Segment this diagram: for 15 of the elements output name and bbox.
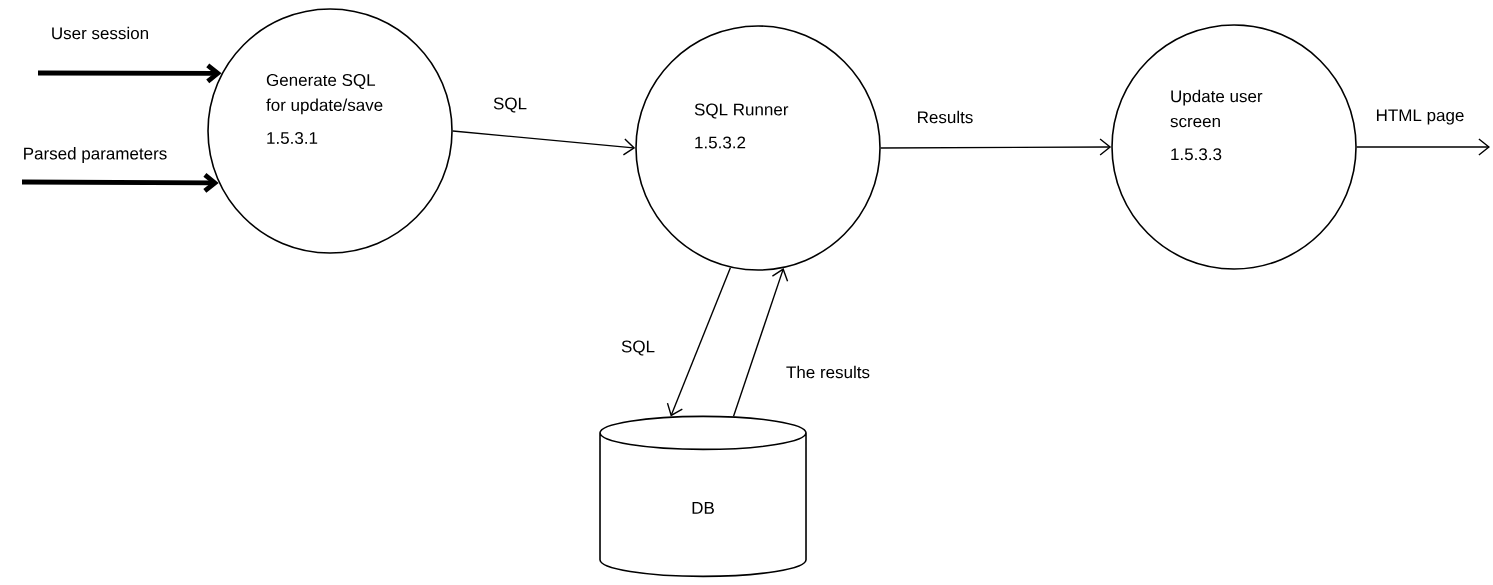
edge-label: User session bbox=[48, 24, 152, 42]
edge-label: Results bbox=[914, 108, 976, 126]
edge-label: The results bbox=[783, 363, 873, 381]
arrow bbox=[22, 172, 219, 193]
arrow bbox=[38, 63, 222, 84]
arrow bbox=[880, 138, 1112, 156]
database-cylinder: DB bbox=[599, 415, 807, 578]
arrow bbox=[452, 130, 636, 156]
edge-label: SQL bbox=[619, 338, 657, 358]
arrow bbox=[1356, 138, 1490, 156]
edge-label: Parsed parameters bbox=[20, 145, 170, 165]
edge-label: SQL bbox=[491, 95, 529, 115]
edge-label: HTML page bbox=[1373, 107, 1467, 127]
arrow bbox=[732, 268, 789, 417]
arrow bbox=[666, 266, 732, 417]
